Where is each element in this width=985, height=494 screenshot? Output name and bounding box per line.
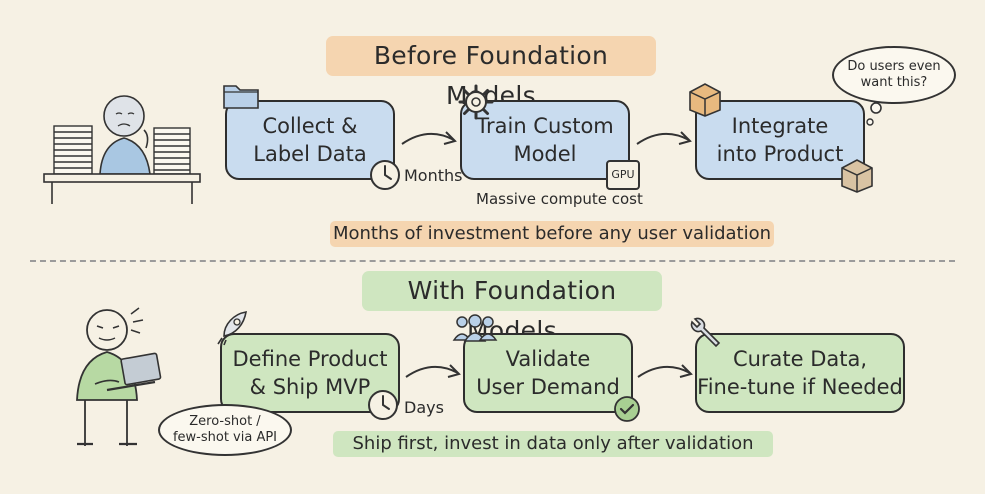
months-label: Months <box>404 166 463 185</box>
stressed-person-illustration <box>43 95 201 204</box>
rocket-icon <box>217 311 247 346</box>
arrow-top-2 <box>636 131 692 145</box>
compute-cost-caption: Massive compute cost <box>476 190 643 208</box>
section-divider <box>30 260 955 262</box>
arrow-bottom-2 <box>637 364 693 378</box>
wrench-icon <box>690 317 721 348</box>
gear-icon <box>458 84 494 120</box>
with-section-title: With Foundation Models <box>362 271 662 345</box>
clock-icon-days <box>368 390 398 420</box>
with-footer-note: Ship first, invest in data only after va… <box>333 431 773 457</box>
clock-icon <box>370 160 400 190</box>
step-collect-label-data: Collect & Label Data <box>225 100 395 180</box>
confident-person-illustration <box>76 307 162 446</box>
step-define-product-ship-mvp: Define Product & Ship MVP <box>220 333 400 413</box>
package-icon-small <box>841 159 873 193</box>
thought-bubble-tail <box>866 102 882 126</box>
thought-text: Do users even want this? <box>847 59 941 90</box>
speech-bubble: Zero-shot / few-shot via API <box>158 404 292 456</box>
folder-icon <box>223 85 259 109</box>
gpu-chip-icon: GPU <box>606 160 640 190</box>
before-section-title: Before Foundation Models <box>326 36 656 110</box>
step-curate-data-fine-tune: Curate Data, Fine-tune if Needed <box>695 333 905 413</box>
arrow-top-1 <box>401 131 457 145</box>
arrow-bottom-1 <box>405 364 461 378</box>
speech-text: Zero-shot / few-shot via API <box>172 414 278 445</box>
gpu-label: GPU <box>611 168 635 181</box>
step-integrate-into-product: Integrate into Product <box>695 100 865 180</box>
step-validate-user-demand: Validate User Demand <box>463 333 633 413</box>
days-label: Days <box>404 398 444 417</box>
check-circle-icon <box>614 396 640 422</box>
users-icon <box>452 314 498 342</box>
step-train-custom-model: Train Custom Model <box>460 100 630 180</box>
before-footer-note: Months of investment before any user val… <box>330 221 774 247</box>
thought-bubble: Do users even want this? <box>832 46 956 104</box>
package-icon <box>689 83 721 117</box>
